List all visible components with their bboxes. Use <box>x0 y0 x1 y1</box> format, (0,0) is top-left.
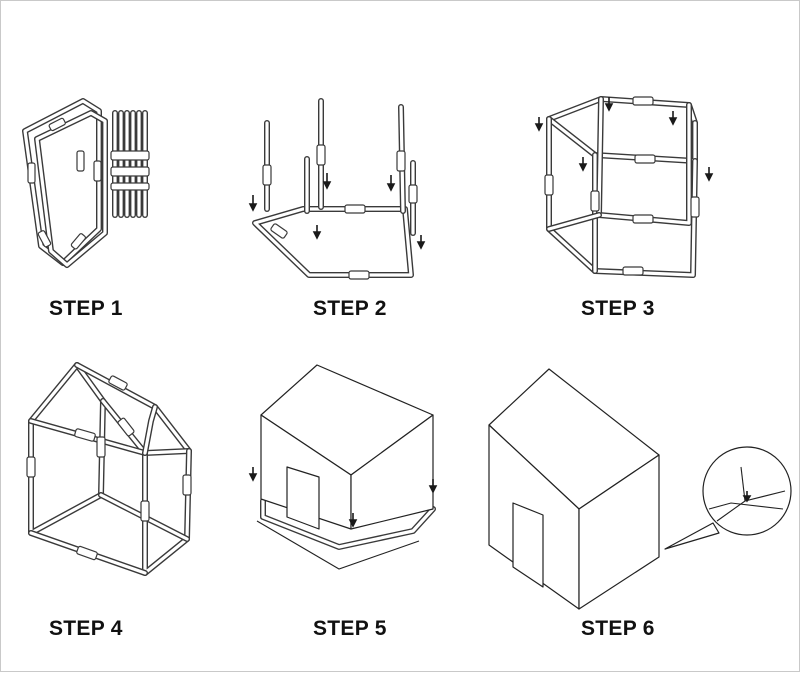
step6-detail-callout <box>664 446 792 550</box>
step-3-label: STEP 3 <box>581 297 655 320</box>
step-1-label: STEP 1 <box>49 297 123 320</box>
step5-frame-below <box>256 498 436 570</box>
step4-house-frame <box>28 362 192 576</box>
step1-pentagon-frame-front <box>34 110 108 268</box>
step5-down-arrows <box>248 467 438 528</box>
step1-illustration <box>22 98 150 268</box>
step-2-label: STEP 2 <box>313 297 387 320</box>
step3-illustration <box>534 96 714 278</box>
step5-illustration <box>248 364 438 570</box>
step2-joints <box>262 144 418 280</box>
step3-down-arrows <box>534 97 714 182</box>
step2-illustration <box>248 98 426 280</box>
step1-joints <box>27 117 102 250</box>
step1-pentagon-frame-back <box>22 98 102 266</box>
step2-down-arrows <box>248 173 426 250</box>
step1-tube-bundle <box>110 110 150 218</box>
step3-joints <box>544 96 700 276</box>
step4-joints <box>26 375 192 561</box>
step5-cover <box>260 364 434 530</box>
step6-illustration <box>488 368 792 610</box>
step-6-label: STEP 6 <box>581 617 655 640</box>
step6-house <box>488 368 660 610</box>
step-4-label: STEP 4 <box>49 617 123 640</box>
step4-illustration <box>26 362 192 576</box>
step-5-label: STEP 5 <box>313 617 387 640</box>
step2-base-frame <box>252 206 414 278</box>
